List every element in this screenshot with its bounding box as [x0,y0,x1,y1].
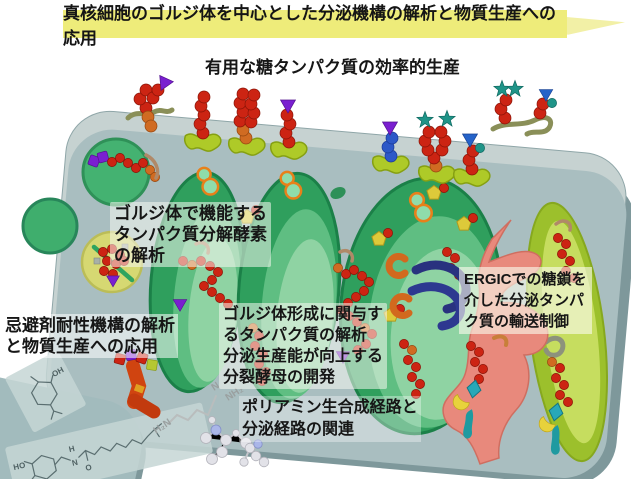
yeast-cell-bottom [0,355,146,479]
label-line: 忌避剤耐性機構の解析 [5,316,175,335]
capsaicin-h-label: H [68,444,76,454]
label-line: ク質の輸送制御 [464,313,570,330]
label-line: の解析 [114,246,165,265]
label-line: 分泌経路の関連 [242,421,355,438]
label-line: ゴルジ体で機能する [114,204,267,223]
capsaicin-n-label: N [71,458,79,468]
label-line: 分泌生産能が向上する [223,348,384,365]
glycan-star-icon [438,110,456,127]
subtitle: 有用な糖タンパク質の効率的生産 [205,58,460,77]
label-line: と物質生産への応用 [5,337,158,356]
label-line: 分裂酵母の開発 [223,369,336,386]
label-golgi-formation: ゴルジ体形成に関与す るタンパク質の解析 分泌生産能が向上する 分裂酵母の開発 [219,303,388,389]
chemical-structure-menthol: OH [5,351,86,432]
page-title: 真核細胞のゴルジ体を中心とした分泌機構の解析と物質生産への応用 [63,4,556,48]
glycan-star-icon [506,80,524,97]
label-line: 介した分泌タンパ [464,292,585,309]
glycan-star-icon [493,80,511,97]
cargo-cube-icon [145,358,159,372]
misfolded-protein-boot [113,348,161,419]
title-banner: 真核細胞のゴルジ体を中心とした分泌機構の解析と物質生産への応用 [63,4,567,48]
label-line: ポリアミン生合成経路と [242,399,418,416]
label-ergic: ERGICでの糖鎖を 介した分泌タンパ ク質の輸送制御 [459,267,592,334]
glycan-star-icon [416,111,434,128]
secreted-glycoprotein [125,74,175,133]
label-repellent: 忌避剤耐性機構の解析 と物質生産への応用 [2,314,178,358]
glycoprotein-chain [332,248,378,364]
label-polyamine: ポリアミン生合成経路と 分泌経路の関連 [239,396,421,442]
secreted-glycoprotein [490,80,558,137]
protein-squiggle [543,335,566,358]
small-vesicle [330,186,346,200]
label-line: るタンパク質の解析 [223,327,368,344]
free-vesicle [21,197,79,255]
capsaicin-ho-label: HO [12,461,26,472]
label-golgi-protease: ゴルジ体で機能する タンパク質分解酵素 の解析 [110,202,271,267]
capsaicin-o2-label: O [85,463,93,473]
label-line: ゴルジ体形成に関与す [223,306,384,323]
ball-stick-molecule [239,439,270,468]
label-line: ERGICでの糖鎖を [464,271,587,288]
ergic-organelle [442,219,549,465]
label-line: タンパク質分解酵素 [114,225,267,244]
